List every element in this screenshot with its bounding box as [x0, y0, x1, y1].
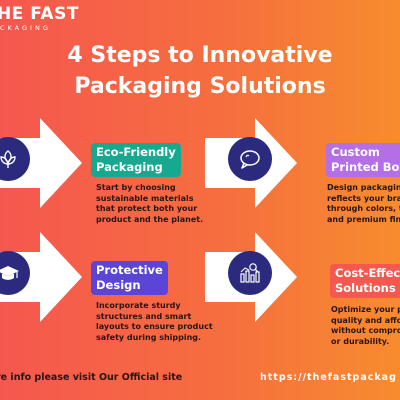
step-1-tag: Eco-Friendly Packaging — [91, 143, 181, 177]
footer-info-text: re info please visit Our Official site — [0, 372, 183, 383]
step-1-desc-line-1: Start by choosing — [96, 183, 176, 192]
step-1-desc-line-4: product and the planet. — [96, 214, 204, 224]
step-3-description: Incorporate sturdy structures and smart … — [96, 301, 213, 343]
step-1-desc-line-2: sustainable materials — [96, 193, 194, 203]
step-4-desc-line-4: or durability. — [331, 336, 390, 346]
speech-bubble-icon — [228, 137, 272, 181]
step-3-tag-line-2: Design — [96, 278, 141, 292]
step-3-tag-line-1: Protective — [96, 263, 163, 277]
page-title: 4 Steps to Innovative Packaging Solution… — [0, 40, 400, 102]
step-2-desc-line-3: through colors, t — [327, 204, 400, 213]
step-2-desc-line-4: and premium fini — [327, 214, 400, 224]
step-4-tag-line-2: Solutions — [335, 281, 396, 295]
page-title-line-1: 4 Steps to Innovative — [67, 43, 333, 68]
bar-chart-icon — [228, 251, 272, 295]
step-2-description: Design packaging reflects your bran thro… — [327, 183, 400, 225]
step-4-desc-line-1: Optimize your p — [331, 305, 400, 314]
step-4-tag: Cost-Effect Solutions — [330, 264, 400, 298]
step-2-tag-line-1: Custom — [331, 145, 380, 159]
step-3-desc-line-2: structures and smart — [96, 311, 192, 321]
step-1-description: Start by choosing sustainable materials … — [96, 183, 203, 225]
step-4-description: Optimize your p quality and affo without… — [331, 305, 400, 347]
footer-website-link[interactable]: https://thefastpackag — [260, 372, 397, 383]
step-2-desc-line-1: Design packaging — [327, 183, 400, 192]
page-title-line-2: Packaging Solutions — [74, 74, 326, 99]
step-2-desc-line-2: reflects your bran — [327, 193, 400, 203]
step-1-tag-line-2: Packaging — [96, 160, 163, 174]
step-2-tag-line-2: Printed Box — [331, 160, 400, 174]
step-1-tag-line-1: Eco-Friendly — [96, 145, 176, 159]
step-2-tag: Custom Printed Box — [326, 143, 400, 177]
step-3-desc-line-1: Incorporate sturdy — [96, 301, 181, 310]
step-4-desc-line-3: without compro — [331, 326, 400, 335]
brand-name: HE FAST — [0, 4, 79, 24]
step-1-desc-line-3: that protect both your — [96, 204, 198, 213]
step-4-tag-line-1: Cost-Effect — [335, 266, 400, 280]
brand-tagline: CKAGING — [0, 24, 51, 32]
step-3-desc-line-4: safety during shipping. — [96, 332, 202, 342]
step-4-desc-line-2: quality and affo — [331, 315, 400, 325]
step-3-tag: Protective Design — [91, 261, 168, 295]
step-3-desc-line-3: layouts to ensure product — [96, 322, 213, 331]
